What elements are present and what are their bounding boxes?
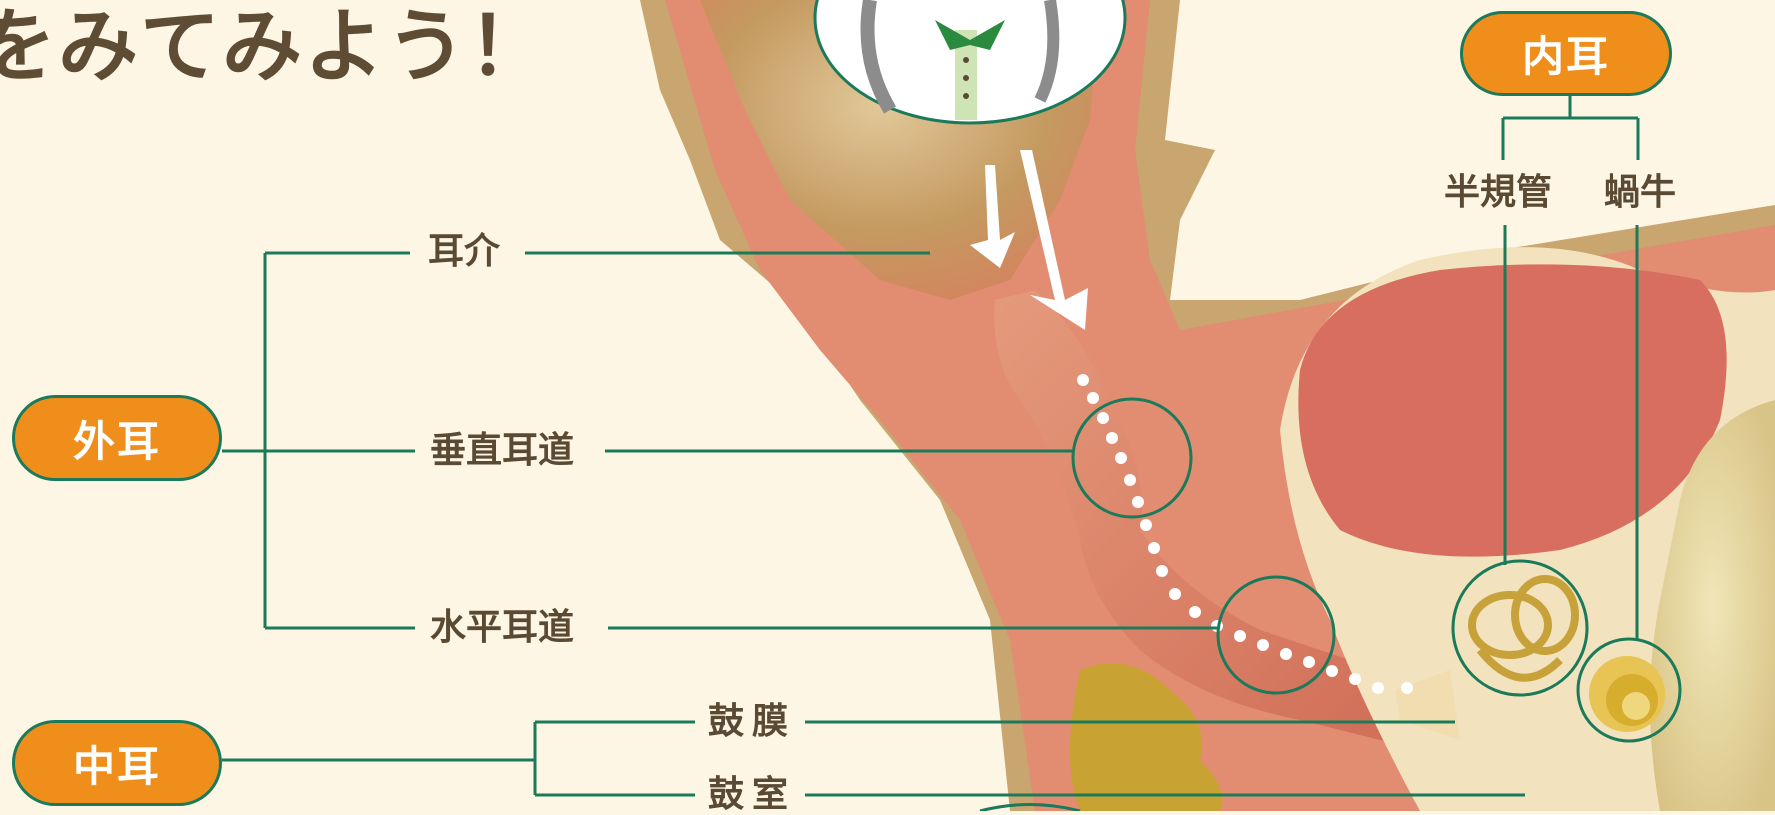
label-vertical-canal: 垂直耳道: [430, 433, 574, 469]
label-cochlea: 蝸牛: [1604, 175, 1676, 211]
middle-ear-badge: 中耳: [12, 720, 222, 806]
outer-ear-badge: 外耳: [12, 395, 222, 481]
label-tympanic-cavity: 鼓室: [708, 777, 796, 813]
cochlea-shape: [1589, 656, 1665, 732]
page-headline: をみてみよう！: [0, 0, 550, 98]
label-eardrum: 鼓膜: [708, 704, 796, 740]
label-semicircular-canals: 半規管: [1444, 175, 1552, 211]
label-auricle: 耳介: [428, 234, 500, 270]
inner-ear-badge: 内耳: [1460, 11, 1672, 96]
label-horizontal-canal: 水平耳道: [430, 610, 574, 646]
